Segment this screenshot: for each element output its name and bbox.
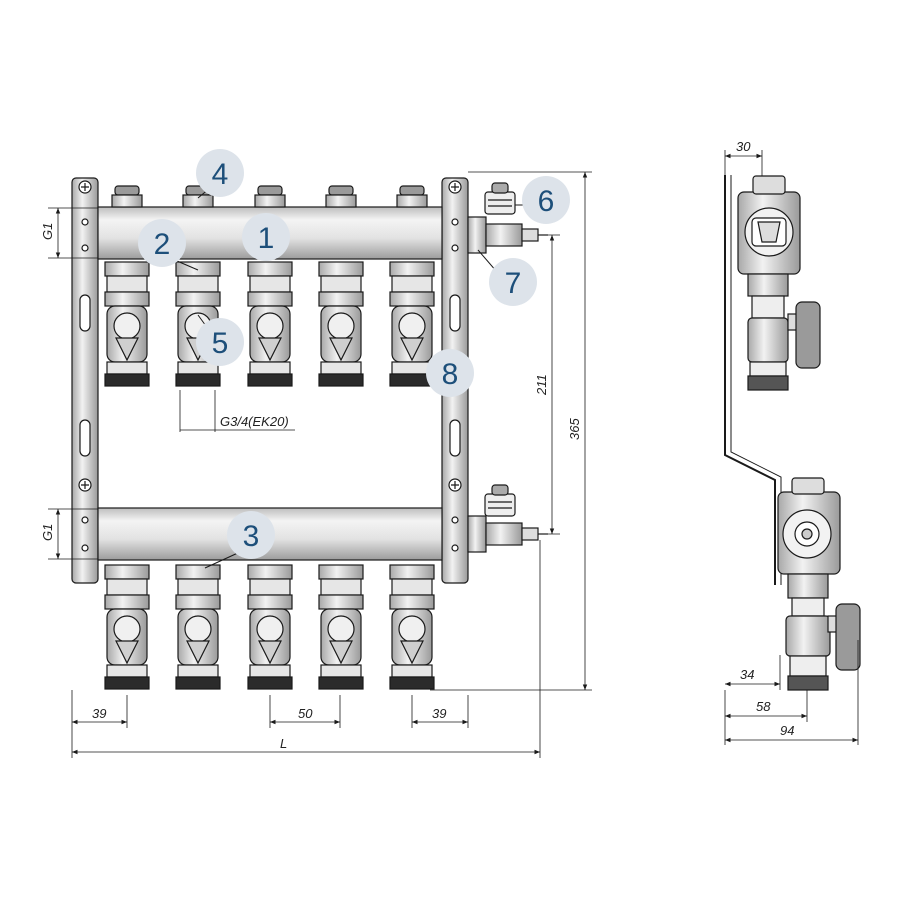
dim-g1-top: G1: [40, 223, 55, 240]
callout-circle: [489, 258, 537, 306]
callout-number: 5: [212, 327, 229, 360]
dim-height-211: 211: [534, 374, 549, 396]
side-view: [724, 175, 861, 691]
callout-circle: [522, 176, 570, 224]
callout-leader: [204, 551, 241, 569]
dim-side-94: 94: [780, 723, 794, 738]
dim-outlet-thread: G3/4(EK20): [220, 414, 289, 429]
callout-6: 6: [522, 176, 570, 224]
callout-circle: [227, 511, 275, 559]
callout-4: 4: [196, 149, 244, 197]
dim-g1-bottom: G1: [40, 524, 55, 541]
flow-meter-cap: [325, 185, 357, 208]
callout-number: 3: [243, 520, 260, 553]
outlet-valve: [389, 261, 435, 387]
callout-2: 2: [138, 219, 186, 267]
flow-meter-cap: [254, 185, 286, 208]
air-vent-top: [467, 182, 548, 254]
callouts: 1 2 3 4 5 6 7 8: [138, 149, 570, 569]
mounting-bracket-left: [71, 177, 99, 584]
callout-number: 2: [154, 228, 171, 261]
dim-side-30: 30: [736, 139, 751, 154]
callout-7: 7: [489, 258, 537, 306]
outlet-valves-top: [104, 261, 435, 387]
callout-circle: [196, 149, 244, 197]
outlet-valve: [247, 261, 293, 387]
callout-number: 1: [258, 222, 275, 255]
callout-number: 4: [212, 158, 229, 191]
callout-5: 5: [196, 318, 244, 366]
outlet-valve: [318, 564, 364, 690]
callout-circle: [242, 213, 290, 261]
callout-number: 7: [505, 267, 522, 300]
callout-circle: [196, 318, 244, 366]
outlet-valve: [389, 564, 435, 690]
callout-8: 8: [426, 349, 474, 397]
outlet-valve: [104, 564, 150, 690]
air-vent-bottom: [467, 484, 548, 553]
callout-3: 3: [227, 511, 275, 559]
outlet-valves-bottom: [104, 564, 435, 690]
dim-height-365: 365: [567, 418, 582, 440]
front-dimension-labels: G1 G1 G3/4(EK20) 211 365 39 50 39 L: [40, 223, 582, 751]
dim-spacing-left: 39: [92, 706, 106, 721]
outlet-valve: [175, 564, 221, 690]
flow-meter-cap: [111, 185, 143, 208]
dim-length: L: [280, 736, 287, 751]
outlet-valve: [318, 261, 364, 387]
front-dimensions: [48, 171, 592, 758]
dim-side-58: 58: [756, 699, 771, 714]
callout-number: 6: [538, 185, 555, 218]
dim-side-34: 34: [740, 667, 754, 682]
flow-meter-caps-top: [111, 185, 428, 208]
side-dimension-labels: 30 34 58 94: [736, 139, 794, 738]
callout-number: 8: [442, 358, 459, 391]
callout-circle: [426, 349, 474, 397]
dim-spacing-pitch: 50: [298, 706, 313, 721]
outlet-valve: [247, 564, 293, 690]
dim-spacing-right: 39: [432, 706, 446, 721]
flow-meter-cap: [396, 185, 428, 208]
outlet-valve: [104, 261, 150, 387]
callout-circle: [138, 219, 186, 267]
callout-1: 1: [242, 213, 290, 261]
side-dimensions: [724, 150, 859, 745]
